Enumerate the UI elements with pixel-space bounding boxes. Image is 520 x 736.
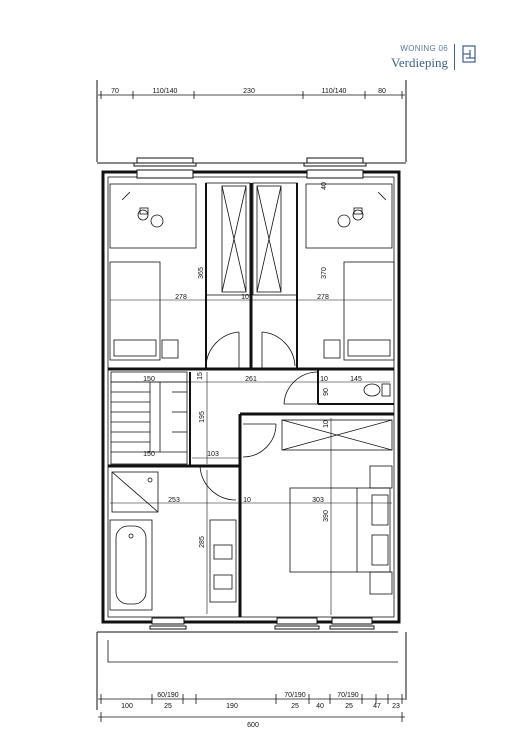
total-dimension-ticks [100, 712, 403, 722]
dim-wc-depth: 90 [323, 388, 330, 396]
dim-stair-height: 195 [199, 411, 206, 423]
dim-wardrobe-wall: 10 [241, 294, 249, 301]
desk-right [305, 183, 393, 249]
bed-master [289, 465, 393, 595]
dim-bottom-7: 40 [316, 703, 324, 710]
dim-bottom-8: 70/190 [337, 692, 359, 699]
dim-hall-width: 261 [245, 376, 257, 383]
dim-bottom-1: 100 [121, 703, 133, 710]
desk-left [109, 183, 197, 249]
dim-hall-wall: 10 [320, 376, 328, 383]
dim-top-3: 230 [243, 88, 255, 95]
dim-bottom-10: 47 [373, 703, 381, 710]
dim-top-5: 80 [378, 88, 386, 95]
door-bedroom-right [261, 331, 296, 368]
dim-top-4: 110/140 [322, 88, 347, 95]
dim-bottom-2: 60/190 [157, 692, 179, 699]
wardrobe-left [205, 182, 251, 296]
bathtub [109, 519, 153, 611]
dim-right-bedroom-width: 278 [317, 294, 329, 301]
inner-wall-line [107, 176, 395, 618]
window-top-right [303, 157, 367, 179]
dim-bathroom-depth: 285 [199, 536, 206, 548]
dim-top-2: 110/140 [153, 88, 178, 95]
window-bottom-left [149, 617, 187, 630]
dim-storage-wall: 10 [323, 420, 330, 428]
dim-left-bedroom-width: 278 [175, 294, 187, 301]
dim-top-1: 70 [111, 88, 119, 95]
dim-right-bedroom-depth: 370 [321, 267, 328, 279]
dim-bath-wall: 10 [243, 497, 251, 504]
dim-bottom-3: 25 [164, 703, 172, 710]
dim-bottom-5: 70/190 [284, 692, 306, 699]
dim-hall-small: 103 [207, 451, 219, 458]
dim-bottom-total: 600 [247, 722, 259, 729]
shower [111, 471, 159, 513]
dim-left-bedroom-depth: 365 [198, 267, 205, 279]
bed-left [109, 261, 179, 361]
header-divider [454, 44, 455, 70]
staircase [110, 371, 188, 465]
dim-bathroom-width: 253 [168, 497, 180, 504]
bottom-dimension-ticks [100, 694, 403, 704]
dim-bottom-11: 23 [392, 703, 400, 710]
balcony-rail [107, 640, 398, 663]
dim-stair-bottom: 150 [143, 451, 155, 458]
window-bottom-right [329, 617, 375, 630]
floorplan-icon [462, 45, 476, 63]
storage [281, 419, 393, 451]
interior-dimension-lines [110, 185, 392, 615]
dim-master-depth: 390 [323, 510, 330, 522]
dim-master-width: 303 [312, 497, 324, 504]
bed-right [323, 261, 395, 361]
dim-right-wall: 40 [321, 182, 328, 190]
door-bedroom-left [205, 331, 240, 368]
dim-bottom-6: 25 [291, 703, 299, 710]
dim-wc-width: 145 [350, 376, 362, 383]
dim-stair-top: 150 [143, 376, 155, 383]
wc-room [283, 369, 394, 405]
window-top-left [133, 157, 197, 179]
bathroom-door [199, 465, 237, 501]
dim-wall-15: 15 [197, 372, 204, 380]
dim-bottom-4: 190 [226, 703, 238, 710]
floor-label: Verdieping [390, 55, 448, 70]
wardrobe-right [252, 182, 298, 296]
unit-label: WONING 06 [400, 44, 448, 53]
door-master [242, 423, 277, 458]
sink-unit [209, 519, 237, 603]
dim-bottom-9: 25 [345, 703, 353, 710]
window-bottom-mid [274, 617, 320, 630]
top-dimension-ticks [100, 91, 403, 99]
outer-wall [101, 170, 401, 624]
